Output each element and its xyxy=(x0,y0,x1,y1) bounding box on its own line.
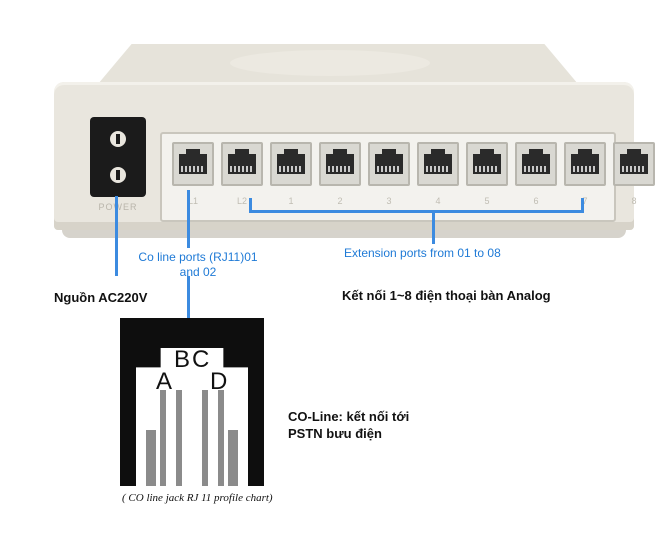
co-line-to-jack-line xyxy=(187,276,190,322)
rj11-port-6 xyxy=(417,142,459,186)
power-callout-line xyxy=(115,196,118,276)
rj11-port-2 xyxy=(221,142,263,186)
port-number-label: 2 xyxy=(337,196,343,206)
jack-wire-4 xyxy=(218,390,224,486)
jack-letter-b: B xyxy=(174,346,191,373)
rj11-port-contacts xyxy=(573,166,597,172)
power-socket xyxy=(90,117,146,197)
extension-bracket-left xyxy=(249,198,252,212)
rj11-port-contacts xyxy=(524,166,548,172)
extension-callout-line xyxy=(432,210,435,244)
rj11-port-key xyxy=(333,149,347,155)
rj11-port-key xyxy=(186,149,200,155)
port-number-label: L1 xyxy=(187,196,198,206)
jack-wire-3 xyxy=(202,390,208,486)
port-number-label: 8 xyxy=(631,196,637,206)
co-line-pstn-label: CO-Line: kết nối tới PSTN bưu điện xyxy=(288,409,410,441)
rj11-port-4 xyxy=(319,142,361,186)
power-socket-label: POWER xyxy=(90,202,146,212)
rj11-port-contacts xyxy=(426,166,450,172)
power-label: Nguồn AC220V xyxy=(54,290,148,305)
port-number-label: 7 xyxy=(582,196,588,206)
extension-bracket-bar xyxy=(249,210,584,213)
rj11-port-3 xyxy=(270,142,312,186)
jack-caption: ( CO line jack RJ 11 profile chart) xyxy=(122,492,273,504)
co-line-ports-label: Co line ports (RJ11)01 and 02 xyxy=(138,250,258,279)
jack-wire-1 xyxy=(160,390,166,486)
rj11-port-contacts xyxy=(475,166,499,172)
rj11-jack-profile: A B C D xyxy=(120,318,264,486)
rj11-port-7 xyxy=(466,142,508,186)
power-pin-slot-bottom xyxy=(116,170,120,180)
device-base-shadow xyxy=(62,228,626,238)
rj11-port-key xyxy=(382,149,396,155)
rj11-port-key xyxy=(431,149,445,155)
rj11-port-1 xyxy=(172,142,214,186)
jack-wire-2 xyxy=(176,390,182,486)
rj11-port-key xyxy=(627,149,641,155)
rj11-port-key xyxy=(529,149,543,155)
rj11-port-9 xyxy=(564,142,606,186)
port-number-label: 5 xyxy=(484,196,490,206)
extension-bracket-right xyxy=(581,198,584,212)
rj11-port-contacts xyxy=(622,166,646,172)
rj11-port-10 xyxy=(613,142,655,186)
rj11-port-key xyxy=(578,149,592,155)
port-number-label: 6 xyxy=(533,196,539,206)
rj11-port-panel: L1 L2 1 2 3 4 5 6 7 8 xyxy=(160,132,655,222)
rj11-port-5 xyxy=(368,142,410,186)
rj11-port-key xyxy=(480,149,494,155)
device-top-emboss xyxy=(230,50,430,76)
jack-contact-1 xyxy=(146,430,156,486)
rj11-port-contacts xyxy=(181,166,205,172)
rj11-port-8 xyxy=(515,142,557,186)
jack-letter-a: A xyxy=(156,368,173,395)
rj11-port-contacts xyxy=(377,166,401,172)
port-number-label: 4 xyxy=(435,196,441,206)
rj11-port-key xyxy=(235,149,249,155)
analog-phones-label: Kết nối 1~8 điện thoại bàn Analog xyxy=(342,288,551,303)
rj11-port-contacts xyxy=(230,166,254,172)
jack-letter-c: C xyxy=(192,346,210,373)
port-number-label: 3 xyxy=(386,196,392,206)
jack-contact-6 xyxy=(228,430,238,486)
rj11-port-key xyxy=(284,149,298,155)
port-number-label: 1 xyxy=(288,196,294,206)
port-number-label: L2 xyxy=(236,196,247,206)
jack-letter-d: D xyxy=(210,368,228,395)
rj11-port-contacts xyxy=(328,166,352,172)
rj11-port-contacts xyxy=(279,166,303,172)
power-pin-slot-top xyxy=(116,134,120,144)
co-line-callout-line xyxy=(187,190,190,248)
extension-ports-label: Extension ports from 01 to 08 xyxy=(344,246,501,260)
